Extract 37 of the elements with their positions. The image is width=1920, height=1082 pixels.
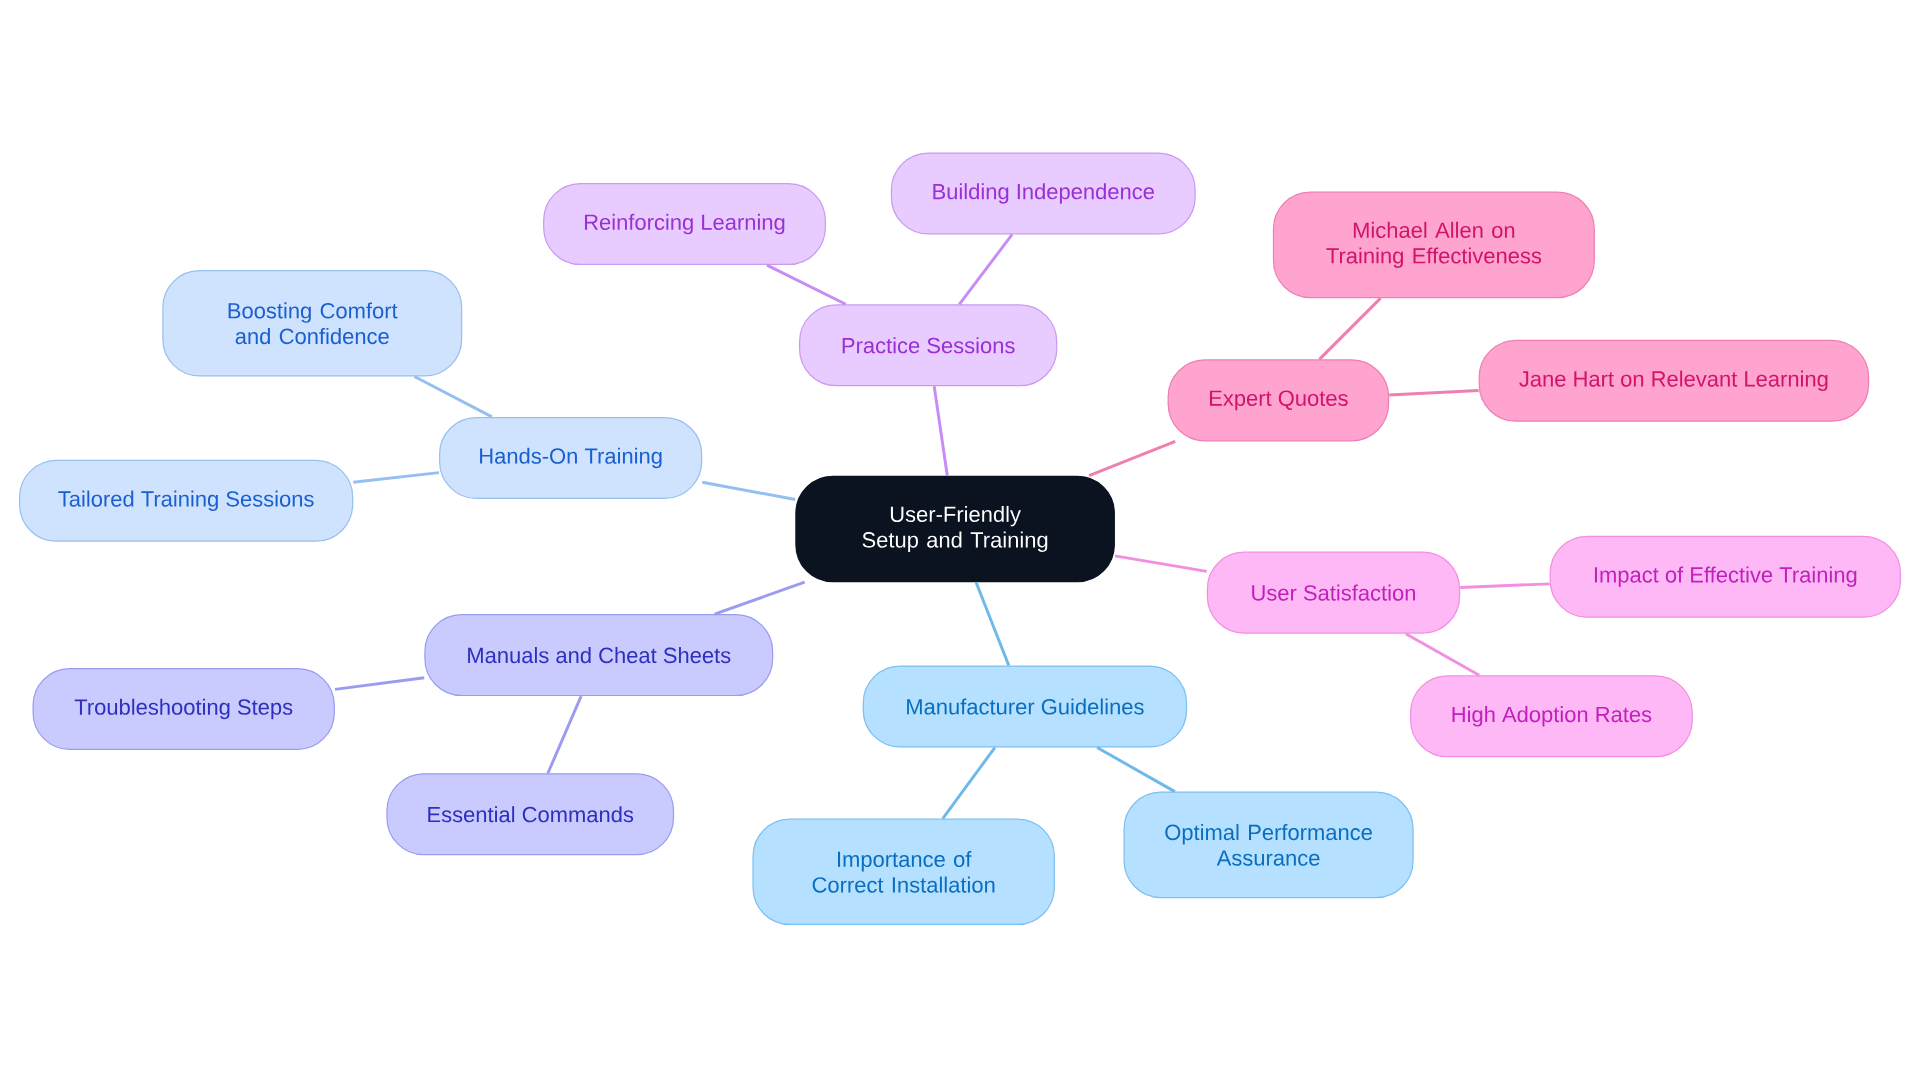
topic-node: Manufacturer Guidelines xyxy=(862,665,1188,748)
connector-line xyxy=(1096,746,1176,793)
topic-node: Manuals and Cheat Sheets xyxy=(424,613,774,696)
connector-line xyxy=(1318,296,1382,361)
connector-line xyxy=(1460,582,1550,589)
topic-node: Troubleshooting Steps xyxy=(32,667,335,750)
connector-line xyxy=(941,746,996,820)
connector-line xyxy=(958,233,1014,305)
topic-node: Expert Quotes xyxy=(1167,359,1390,442)
connector-line xyxy=(932,385,949,476)
topic-node: Building Independence xyxy=(890,152,1196,235)
topic-node: Impact of Effective Training xyxy=(1549,535,1902,618)
topic-node: Reinforcing Learning xyxy=(543,182,826,265)
topic-node: Practice Sessions xyxy=(799,304,1058,387)
connector-line xyxy=(1389,388,1479,397)
connector-line xyxy=(1088,439,1176,477)
topic-node: User Satisfaction xyxy=(1206,551,1461,634)
connector-line xyxy=(974,581,1011,666)
connector-line xyxy=(702,480,796,501)
connector-line xyxy=(334,676,425,691)
connector-line xyxy=(353,470,440,484)
connector-line xyxy=(1405,632,1480,677)
topic-node: High Adoption Rates xyxy=(1410,675,1693,758)
topic-node: Essential Commands xyxy=(386,773,675,856)
connector-line xyxy=(766,263,847,306)
topic-node: Boosting Comfort and Confidence xyxy=(162,269,463,377)
topic-node: Hands-On Training xyxy=(439,416,703,499)
topic-node: Tailored Training Sessions xyxy=(19,459,354,542)
connector-line xyxy=(1114,554,1207,573)
connector-line xyxy=(413,375,493,418)
topic-node: Michael Allen on Training Effectiveness xyxy=(1272,191,1595,298)
topic-node: Optimal Performance Assurance xyxy=(1123,791,1414,898)
topic-node: Importance of Correct Installation xyxy=(752,818,1055,925)
topic-node: Jane Hart on Relevant Learning xyxy=(1478,339,1870,422)
root-node: User-Friendly Setup and Training xyxy=(795,475,1115,582)
connector-line xyxy=(546,695,583,774)
connector-line xyxy=(714,580,806,616)
